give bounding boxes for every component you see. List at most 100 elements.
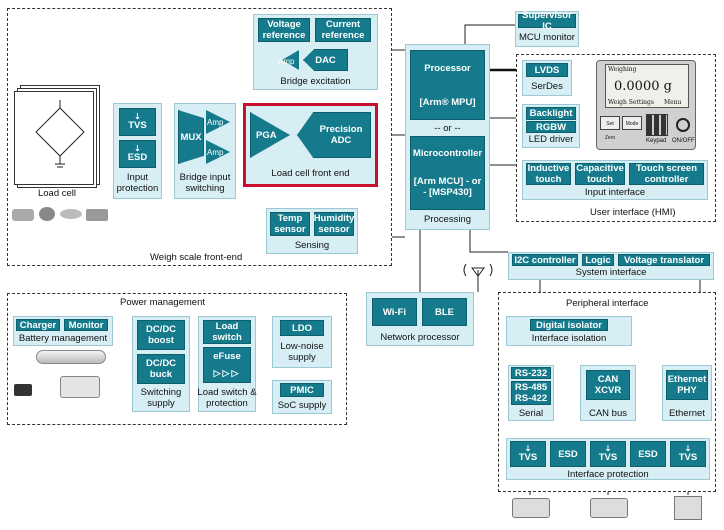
mode-text: Mode [625, 121, 639, 127]
battery-management-label: Battery management [18, 333, 108, 344]
input-protection-label: Input protection [116, 172, 159, 194]
interface-isolation-label: Interface isolation [531, 333, 607, 344]
screen-reading-text: 0.0000 g [614, 79, 672, 94]
isolation-panel [506, 316, 632, 346]
db9-connector-icon-1 [512, 498, 550, 518]
rs485-tile: RS-485 RS-422 [511, 381, 551, 405]
iface-tvs1-icon: ⇣ [524, 443, 532, 453]
processing-or-label: -- or -- [434, 123, 461, 134]
rj45-connector-icon [674, 496, 702, 520]
efuse-arrows-icon: ▷▷▷ [213, 368, 241, 378]
scale-screen [605, 64, 689, 108]
ethernet-label: Ethernet [669, 408, 705, 419]
humidity-sensor-tile: Humidity sensor [313, 212, 355, 236]
onoff-text: ON/OFF [672, 138, 695, 144]
weigh-front-end-label: Weigh scale front-end [150, 252, 243, 263]
ldo-tile: LDO [280, 320, 324, 336]
system-interface-label: System interface [575, 267, 647, 278]
touch-screen-tile: Touch screen controller [629, 163, 704, 185]
power-management-label: Power management [120, 297, 206, 308]
bridge-amp-label: Amp [278, 57, 295, 66]
load-cell-label: Load cell [37, 188, 77, 199]
peripheral-interface-label: Peripheral interface [566, 298, 649, 309]
iface-tvs2-label: TVS [598, 451, 618, 463]
load-switch-label: Load switch & protection [197, 387, 257, 409]
mux-tile: MUX [178, 110, 204, 164]
ethernet-phy-tile: Ethernet PHY [666, 370, 708, 400]
switching-supply-label: Switching supply [140, 387, 182, 409]
serial-label: Serial [518, 408, 544, 419]
iface-tvs1-tile: ⇣TVS [510, 441, 546, 467]
mode-button: Mode [622, 116, 642, 130]
led-driver-label: LED driver [528, 134, 574, 145]
tvs-icon: ⇣ [134, 111, 141, 121]
bridge-excitation-label: Bridge excitation [280, 76, 351, 87]
can-xcvr-tile: CAN XCVR [586, 370, 630, 400]
processor-title: Processor [424, 62, 471, 74]
microcontroller-title: Microcontroller [412, 147, 483, 159]
iface-tvs2-icon: ⇣ [604, 443, 612, 453]
serdes-label: SerDes [531, 81, 563, 92]
pmic-tile: PMIC [280, 383, 324, 397]
processing-label: Processing [424, 214, 471, 225]
rs232-tile: RS-232 [511, 367, 551, 379]
load-switch-tile: Load switch [203, 320, 251, 344]
can-bus-label: CAN bus [588, 408, 627, 419]
logic-tile: Logic [582, 254, 614, 266]
battery-icon [36, 350, 106, 364]
user-interface-label: User interface (HMI) [590, 207, 676, 218]
power-adapter-icon [60, 376, 100, 398]
load-cell-photos-icon [12, 205, 108, 223]
load-cell-front-end-label: Load cell front end [271, 168, 350, 179]
input-interface-label: Input interface [584, 187, 646, 198]
iface-esd2-tile: ESD [630, 441, 666, 467]
input-esd-label: ESD [127, 151, 148, 163]
mcu-monitor-label: MCU monitor [519, 32, 575, 43]
power-plug-icon [14, 384, 32, 396]
microcontroller-options: [Arm MCU] - or - [MSP430] [413, 176, 482, 199]
efuse-tile: eFuse ▷▷▷ [203, 347, 251, 383]
iface-tvs1-label: TVS [518, 451, 538, 463]
dcdc-boost-tile: DC/DC boost [137, 320, 185, 350]
processor-mpu: [Arm® MPU] [419, 96, 476, 108]
dcdc-buck-tile: DC/DC buck [137, 354, 185, 384]
iface-esd1-tile: ESD [550, 441, 586, 467]
onoff-button-icon [676, 118, 690, 132]
sensing-label: Sensing [294, 240, 330, 251]
wifi-tile: Wi-Fi [372, 298, 417, 326]
rgbw-tile: RGBW [526, 121, 576, 133]
interface-protection-label: Interface protection [567, 469, 649, 480]
temp-sensor-tile: Temp sensor [270, 212, 310, 236]
set-zero-button: Set Zero [600, 116, 620, 141]
digital-isolator-tile: Digital isolator [530, 319, 608, 331]
lvds-tile: LVDS [526, 63, 568, 77]
dac-tile: DAC [303, 49, 348, 71]
voltage-translator-tile: Voltage translator [618, 254, 710, 266]
iface-tvs3-tile: ⇣TVS [670, 441, 706, 467]
precision-adc-tile: Precision ADC [297, 112, 371, 158]
charger-tile: Charger [16, 319, 60, 331]
set-zero-text: Set Zero [604, 121, 616, 141]
iface-tvs3-icon: ⇣ [684, 443, 692, 453]
bridge-switching-label: Bridge input switching [179, 172, 231, 194]
input-tvs-tile: ⇣TVS [119, 108, 156, 136]
keypad-text: Keypad [646, 138, 667, 144]
antenna-icon [463, 263, 493, 285]
ldo-label: Low-noise supply [280, 341, 324, 363]
soc-supply-label: SoC supply [277, 400, 327, 411]
esd-icon: ⇣ [134, 143, 141, 153]
ble-tile: BLE [422, 298, 467, 326]
processor-tile: Processor [Arm® MPU] [410, 50, 485, 120]
iface-tvs3-label: TVS [678, 451, 698, 463]
inductive-touch-tile: Inductive touch [526, 163, 571, 185]
backlight-tile: Backlight [526, 107, 576, 120]
keypad-icon [646, 114, 668, 136]
screen-menu-text: Menu [664, 99, 682, 106]
switch-amp2-label: Amp [207, 148, 224, 157]
input-esd-tile: ⇣ESD [119, 140, 156, 168]
capacitive-touch-tile: Capacitive touch [575, 163, 625, 185]
screen-settings-text: Weigh Settings [608, 99, 654, 106]
